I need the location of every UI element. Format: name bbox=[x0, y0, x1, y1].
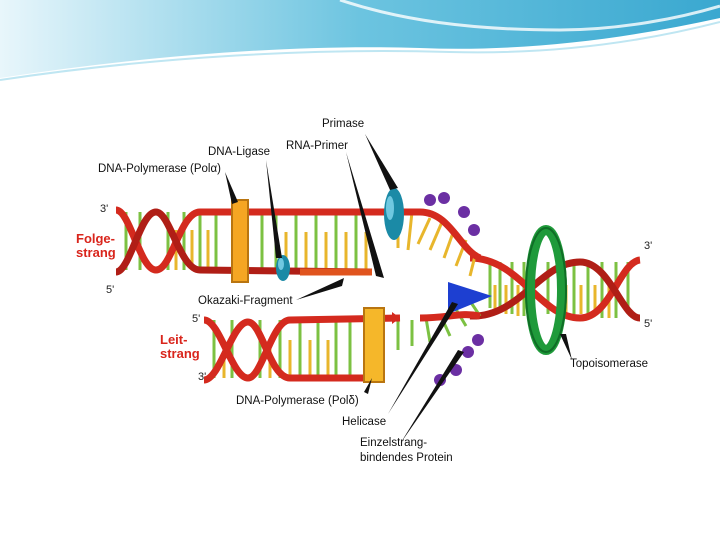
helicase-shape bbox=[448, 282, 492, 314]
okazaki-fragment-label: Okazaki-Fragment bbox=[198, 295, 293, 307]
dna-polymerase-alpha-label: DNA-Polymerase (Polα) bbox=[98, 163, 221, 175]
lagging-strand-helix bbox=[114, 206, 482, 277]
parental-dna-helix bbox=[469, 254, 642, 322]
helicase-label: Helicase bbox=[342, 416, 387, 428]
lagging-strand-label-line2: strang bbox=[76, 245, 116, 260]
leading-strand-label-line1: Leit- bbox=[160, 332, 188, 347]
parent-bottom-end-label: 5' bbox=[644, 318, 653, 330]
leading-bottom-end-label: 3' bbox=[198, 371, 207, 383]
topoisomerase-shape bbox=[525, 225, 567, 355]
dna-polymerase-alpha-shape bbox=[231, 199, 249, 283]
ssb-label-line1: Einzelstrang- bbox=[360, 437, 428, 449]
leading-strand-label-line2: strang bbox=[160, 346, 200, 361]
lagging-strand-label-line1: Folge- bbox=[76, 231, 115, 246]
dna-polymerase-delta-label: DNA-Polymerase (Polδ) bbox=[236, 395, 359, 407]
leading-top-end-label: 5' bbox=[192, 313, 201, 325]
topoisomerase-label: Topoisomerase bbox=[570, 358, 648, 370]
rna-primer-label: RNA-Primer bbox=[286, 140, 348, 152]
primase-shape bbox=[384, 188, 404, 240]
lagging-top-end-label: 3' bbox=[100, 203, 109, 215]
parent-top-end-label: 3' bbox=[644, 240, 653, 252]
leading-strand-helix bbox=[202, 297, 482, 384]
header-decoration bbox=[0, 0, 720, 81]
dna-ligase-shape bbox=[276, 255, 290, 281]
dna-ligase-label: DNA-Ligase bbox=[208, 146, 270, 158]
primase-label: Primase bbox=[322, 118, 365, 130]
ssb-label-line2: bindendes Protein bbox=[360, 452, 453, 464]
label-pointers bbox=[225, 134, 572, 444]
lagging-bottom-end-label: 5' bbox=[106, 284, 115, 296]
dna-polymerase-delta-shape bbox=[363, 307, 385, 383]
